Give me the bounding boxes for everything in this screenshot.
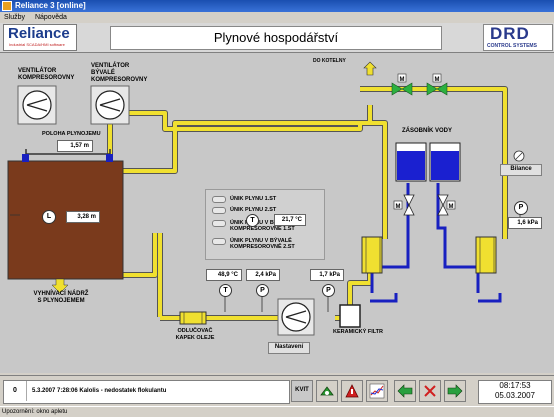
event-count: 0 bbox=[4, 381, 27, 401]
acknowledge-label: KVIT bbox=[295, 387, 309, 393]
event-box[interactable]: 0 5.3.2007 7:28:06 Kalolis - nedostatek … bbox=[3, 380, 290, 404]
acknowledge-button[interactable]: KVIT bbox=[291, 380, 313, 402]
oil-separator bbox=[179, 311, 207, 325]
valve-top-1: M bbox=[391, 73, 413, 96]
alarm-label: ÚNIK PLYNU 2.ST bbox=[230, 207, 277, 213]
to-boiler-label: DO KOTELNY bbox=[313, 58, 346, 64]
alarm-label: ÚNIK PLYNU V BÝVALÉ KOMPRESOROVNĚ 2.ST bbox=[230, 238, 295, 250]
temperature-low-value: 48,9 °C bbox=[206, 269, 242, 281]
menu-bar: Služby Nápověda bbox=[0, 12, 554, 23]
level-sensor-icon: L bbox=[42, 210, 56, 224]
digester-tank-label: VYHNÍVACÍ NÁDRŽ S PLYNOJEMEM bbox=[33, 291, 89, 304]
drd-logo: DRD CONTROL SYSTEMS bbox=[483, 24, 553, 51]
pressure-sensor-right-icon: P bbox=[514, 201, 528, 215]
arrow-left-icon bbox=[397, 384, 413, 398]
alarm-label: ÚNIK PLYNU 1.ST bbox=[230, 196, 277, 202]
valve-top-2: M bbox=[426, 73, 448, 96]
alarm-button[interactable] bbox=[341, 380, 363, 402]
close-icon bbox=[424, 385, 436, 397]
svg-text:M: M bbox=[435, 77, 440, 83]
digester-tank bbox=[7, 149, 124, 294]
separator-right bbox=[475, 236, 497, 274]
temperature-sensor-low-icon: T bbox=[219, 284, 232, 297]
water-vessel-1 bbox=[395, 142, 427, 182]
alarm-led bbox=[212, 196, 226, 203]
tools-button[interactable] bbox=[316, 380, 338, 402]
reliance-logo-subtext: Industrial SCADA/HMI software bbox=[9, 42, 65, 47]
alarm-icon bbox=[345, 384, 359, 398]
scheme-drawing: M M bbox=[7, 61, 525, 336]
oil-separator-label: ODLUČOVAČ KAPEK OLEJE bbox=[175, 328, 215, 341]
clock: 08:17:53 05.03.2007 bbox=[478, 380, 552, 404]
trends-button[interactable] bbox=[366, 380, 388, 402]
clock-date: 05.03.2007 bbox=[494, 391, 536, 400]
valve-vessel-2: M bbox=[437, 194, 456, 216]
alarm-led bbox=[212, 220, 226, 227]
to-boiler-arrow bbox=[363, 61, 377, 76]
water-vessel-2 bbox=[429, 142, 461, 182]
balance-button[interactable]: Bilance bbox=[500, 164, 542, 176]
window-titlebar: Reliance 3 [online] bbox=[0, 0, 554, 12]
menu-item-help[interactable]: Nápověda bbox=[34, 14, 67, 21]
temperature-sensor-mid-icon: T bbox=[246, 214, 259, 227]
page-title: Plynové hospodářství bbox=[110, 26, 442, 50]
menu-item-services[interactable]: Služby bbox=[4, 14, 26, 21]
ceramic-filter bbox=[339, 304, 361, 328]
svg-text:M: M bbox=[449, 204, 454, 210]
tools-icon bbox=[320, 386, 334, 396]
arrow-right-icon bbox=[447, 384, 463, 398]
separator-left bbox=[361, 236, 383, 274]
fan1-label: VENTILÁTOR KOMPRESOROVNY bbox=[18, 68, 75, 81]
fan-2 bbox=[90, 85, 130, 125]
pressure-low2-value: 1,7 kPa bbox=[310, 269, 344, 281]
gasholder-position-value: 1,57 m bbox=[57, 140, 93, 152]
pressure-right-value: 1,6 kPa bbox=[508, 217, 542, 229]
footer: Upozornění: okno apletu bbox=[0, 406, 554, 417]
scheme-canvas: M M bbox=[0, 53, 554, 373]
gas-blower bbox=[277, 298, 315, 336]
pressure-sensor-low2-icon: P bbox=[322, 284, 335, 297]
clock-time: 08:17:53 bbox=[499, 381, 531, 390]
footer-text: Upozornění: okno apletu bbox=[2, 409, 68, 415]
reliance-logo-text: Reliance bbox=[8, 25, 70, 42]
app-icon bbox=[2, 1, 12, 11]
fan2-label: VENTILÁTOR BÝVALÉ KOMPRESOROVNY bbox=[91, 63, 148, 83]
level-value: 3,28 m bbox=[66, 211, 100, 223]
gasholder-position-label: POLOHA PLYNOJEMU bbox=[42, 131, 101, 137]
valve-vessel-1: M bbox=[393, 194, 415, 216]
settings-button[interactable]: Nastavení bbox=[268, 342, 310, 354]
balance-gauge bbox=[513, 150, 525, 162]
temperature-mid-value: 21,7 °C bbox=[274, 214, 306, 226]
close-button[interactable] bbox=[419, 380, 441, 402]
svg-text:M: M bbox=[400, 77, 405, 83]
event-message: 5.3.2007 7:28:06 Kalolis - nedostatek fl… bbox=[32, 388, 167, 394]
reliance-logo: Reliance Industrial SCADA/HMI software bbox=[3, 24, 77, 51]
svg-text:M: M bbox=[396, 204, 401, 210]
forward-button[interactable] bbox=[444, 380, 466, 402]
water-vessel-label: ZÁSOBNÍK VODY bbox=[402, 128, 453, 134]
window-title: Reliance 3 [online] bbox=[15, 1, 86, 10]
drd-logo-text: DRD bbox=[490, 24, 530, 43]
back-button[interactable] bbox=[394, 380, 416, 402]
gas-leak-panel: ÚNIK PLYNU 1.ST ÚNIK PLYNU 2.ST ÚNIK PLY… bbox=[205, 189, 325, 260]
pressure-sensor-low1-icon: P bbox=[256, 284, 269, 297]
ceramic-filter-label: KERAMICKÝ FILTR bbox=[333, 329, 384, 335]
fan-1 bbox=[17, 85, 57, 125]
drd-logo-subtext: CONTROL SYSTEMS bbox=[487, 43, 537, 49]
page-header: Reliance Industrial SCADA/HMI software P… bbox=[0, 23, 554, 53]
chart-icon bbox=[369, 383, 385, 399]
alarm-led bbox=[212, 207, 226, 214]
alarm-led bbox=[212, 238, 226, 245]
pressure-low1-value: 2,4 kPa bbox=[246, 269, 280, 281]
status-bar: 0 5.3.2007 7:28:06 Kalolis - nedostatek … bbox=[0, 375, 554, 406]
